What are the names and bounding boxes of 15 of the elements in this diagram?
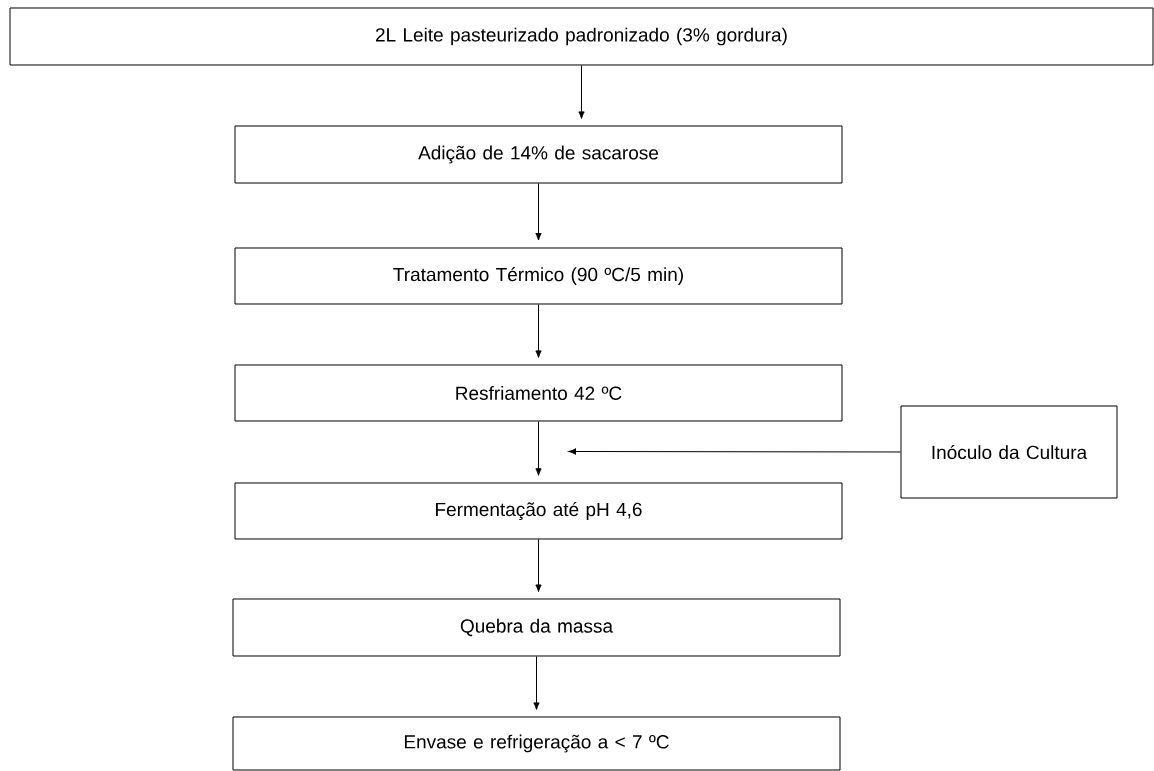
process-box: Resfriamento 42 ºC: [234, 364, 843, 422]
process-box: Fermentação até pH 4,6: [234, 482, 843, 540]
arrow: [533, 656, 540, 710]
arrow: [535, 421, 542, 476]
process-box: Envase e refrigeração a < 7 ºC: [232, 716, 841, 771]
arrow: [578, 65, 585, 119]
process-box: Quebra da massa: [232, 598, 841, 657]
process-box: 2L Leite pasteurizado padronizado (3% gordura): [9, 7, 1154, 66]
process-box: Inóculo da Cultura: [900, 405, 1118, 499]
arrow: [535, 539, 542, 592]
process-box: Adição de 14% de sacarose: [234, 125, 843, 184]
arrow: [568, 448, 901, 455]
process-box: Tratamento Térmico (90 ºC/5 min): [234, 247, 843, 305]
arrow: [535, 183, 542, 241]
arrow: [535, 304, 542, 358]
